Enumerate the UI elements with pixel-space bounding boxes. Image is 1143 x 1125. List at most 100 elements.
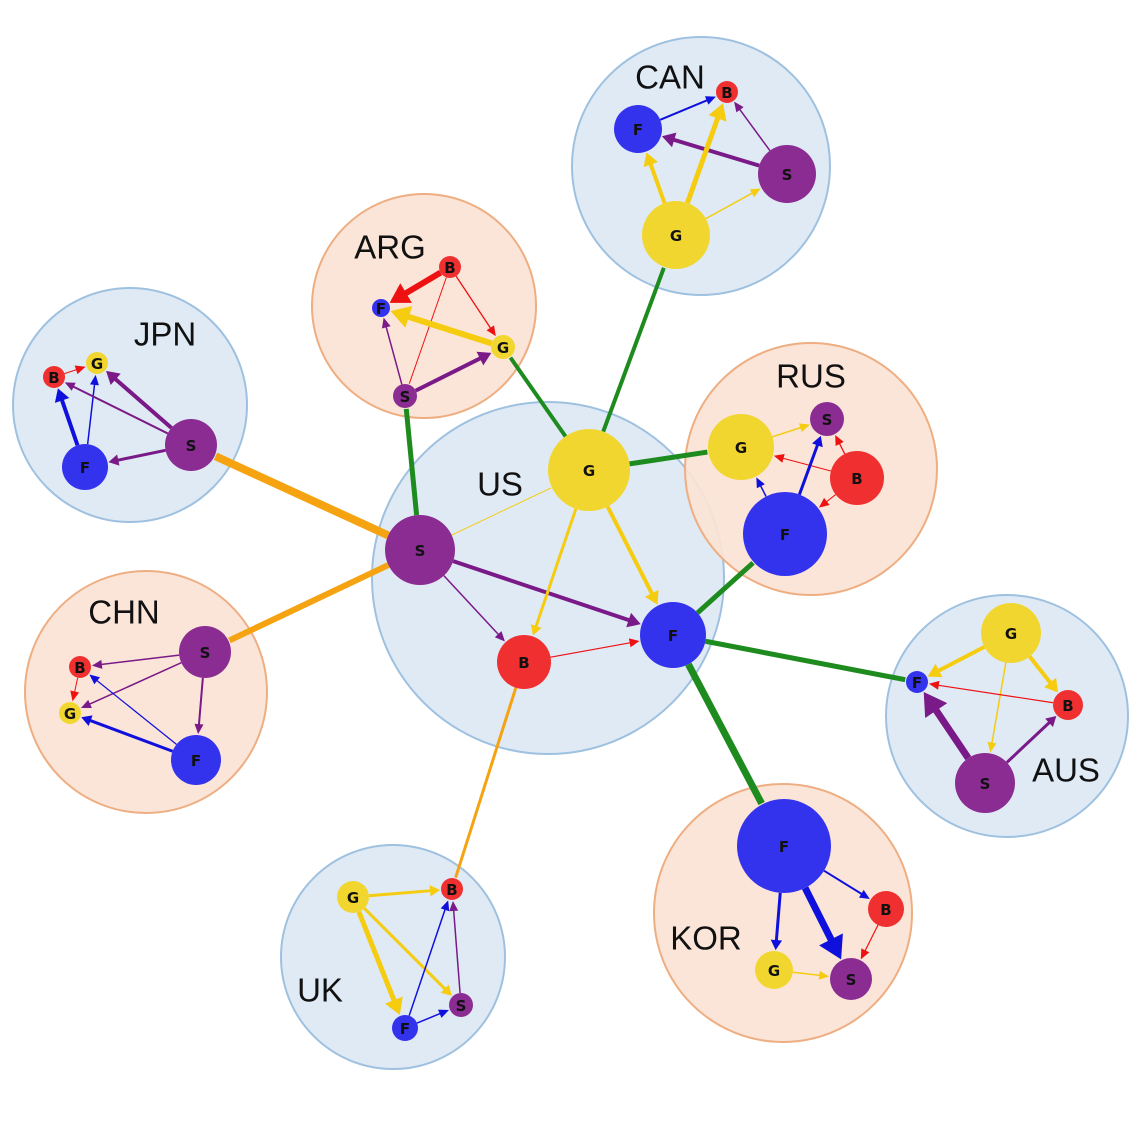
node-label: S [822,411,833,429]
node-label: F [633,121,643,139]
arrowhead [476,351,492,366]
edge-uk-g-to-uk-b [368,885,441,898]
node-aus-b: B [1053,690,1083,720]
node-circle [62,444,108,490]
arrowhead [81,715,93,727]
node-uk-g: G [337,881,369,913]
node-circle [497,635,551,689]
node-circle [439,256,461,278]
arrowhead [643,152,658,168]
node-circle [59,702,81,724]
cluster-can-label: CAN [635,59,705,96]
node-can-g: G [642,201,710,269]
edge-us-g-to-us-b [530,508,578,636]
node-uk-b: B [441,878,463,900]
edge-kor-f-to-kor-b [823,869,870,900]
node-label: G [735,439,747,457]
arrowhead [928,680,940,690]
arrowhead [106,370,121,386]
node-circle [393,384,417,408]
node-circle [830,451,884,505]
arrowhead [440,984,452,996]
node-circle [716,81,738,103]
node-label: S [186,437,197,455]
arrowhead [449,900,459,912]
arrowhead [194,723,204,735]
node-label: B [446,881,457,899]
arrowhead [818,497,830,508]
node-circle [755,951,793,989]
edge-uk-f-to-uk-b [408,900,450,1016]
edge-rus-f-to-rus-s [797,435,823,496]
node-circle [372,299,390,317]
node-arg-g: G [491,335,515,359]
arrowhead [819,933,843,960]
arrowhead [390,306,413,328]
node-us-f: F [640,602,706,668]
edge-aus-g-to-aus-b [1028,655,1059,693]
arrowhead [440,900,450,912]
arrowhead [770,939,783,951]
node-arg-f: F [372,299,390,318]
arrowhead [530,624,542,636]
edge-aus-s-to-aus-b [1005,715,1057,764]
edge-us-s-to-us-b [443,575,505,642]
node-circle [830,958,872,1000]
node-circle [491,335,515,359]
edge-kor-g-to-kor-s [792,970,830,980]
node-circle [43,366,65,388]
arrowhead [927,663,943,678]
edge-jpn-s-to-jpn-b [64,382,169,435]
node-rus-g: G [708,414,774,480]
cluster-uk-label: UK [297,972,343,1009]
arrowhead [818,970,830,980]
edge-chn-f-to-chn-b [89,674,177,745]
node-circle [165,419,217,471]
edge-us-s-to-us-g [451,487,552,536]
node-jpn-b: B [43,366,65,388]
arrowhead [74,365,86,375]
link-us-s-to-chn-s [228,562,390,644]
node-label: B [851,470,862,488]
cluster-chn-label: CHN [88,594,160,631]
node-rus-f: F [743,492,827,576]
edge-can-s-to-can-f [661,132,760,168]
edge-arg-b-to-arg-s [408,277,447,384]
node-label: G [583,462,595,480]
node-kor-g: G [755,951,793,989]
node-label: F [780,526,790,544]
edge-jpn-b-to-jpn-g [64,365,86,375]
edge-can-g-to-can-s [705,188,761,220]
node-label: B [518,654,529,672]
edge-rus-b-to-rus-f [818,494,836,508]
link-us-g-to-can-g [601,267,666,433]
edge-uk-f-to-uk-s [416,1009,449,1024]
node-aus-g: G [981,603,1041,663]
arrowhead [91,659,103,669]
cluster-kor-label: KOR [670,920,742,957]
arrowhead [80,699,92,709]
edge-can-g-to-can-f [643,152,667,204]
node-kor-s: S [830,958,872,1000]
cluster-rus-label: RUS [776,358,846,395]
node-circle [810,402,844,436]
edge-can-g-to-can-b [685,103,727,204]
node-circle [868,891,904,927]
node-label: F [80,459,90,477]
node-us-b: B [497,635,551,689]
arrowhead [54,388,70,403]
node-label: S [782,166,793,184]
edge-kor-f-to-kor-g [770,892,783,951]
node-circle [737,799,831,893]
node-chn-f: F [171,735,221,785]
intra-cluster-edges [54,96,1059,1024]
cluster-arg-circle [311,193,537,419]
arrowhead [90,374,99,386]
node-label: S [200,644,211,662]
edge-aus-g-to-aus-s [987,662,1007,753]
node-can-s: S [758,145,816,203]
node-circle [179,626,231,678]
edge-chn-s-to-chn-f [194,677,204,735]
